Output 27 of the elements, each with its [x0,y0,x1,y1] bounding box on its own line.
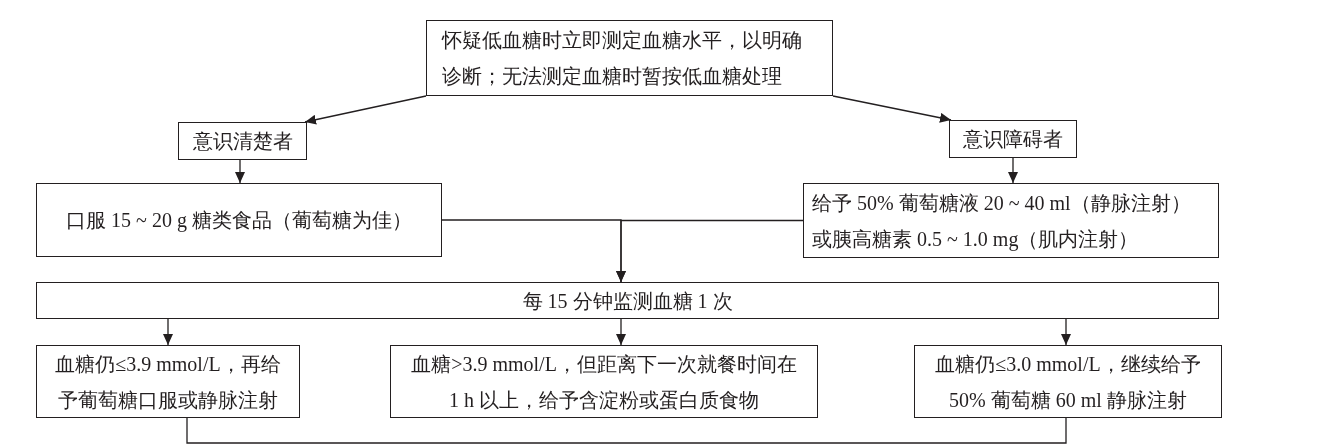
process-box [36,183,442,257]
box-text: 给予 50% 葡萄糖液 20 ~ 40 ml（静脉注射）或胰高糖素 0.5 ~ 1.0 mg（肌内注射） [812,190,1192,253]
arrow [616,318,626,346]
arrow [304,95,427,125]
arrow [235,159,245,184]
process-box [390,345,818,418]
connector-line [186,417,1067,444]
process-box [914,345,1222,418]
arrow [1008,157,1018,184]
process-box [178,122,307,160]
process-box [36,345,300,418]
box-text: 意识清楚者 [192,129,293,154]
box-text: 每 15 分钟监测血糖 1 次 [522,288,733,314]
arrow [1061,318,1071,346]
process-box [803,183,1219,258]
process-box [949,120,1077,158]
arrow [832,95,952,123]
box-text: 口服 15 ~ 20 g 糖类食品（葡萄糖为佳） [66,208,412,234]
box-text: 意识障碍者 [963,127,1063,152]
box-text: 怀疑低血糖时立即测定血糖水平，以明确诊断；无法测定血糖时暂按低血糖处理 [442,28,803,89]
arrow [616,219,804,283]
box-text: 血糖仍≤3.0 mmol/L，继续给予 50% 葡萄糖 60 ml 静脉注射 [934,351,1202,413]
arrow [163,318,173,346]
box-text: 血糖仍≤3.9 mmol/L，再给予葡萄糖口服或静脉注射 [54,351,282,413]
process-box [36,282,1219,319]
box-text: 血糖>3.9 mmol/L，但距离下一次就餐时间在 1 h 以上，给予含淀粉或蛋白质食物 [410,351,798,413]
process-box [426,20,833,96]
